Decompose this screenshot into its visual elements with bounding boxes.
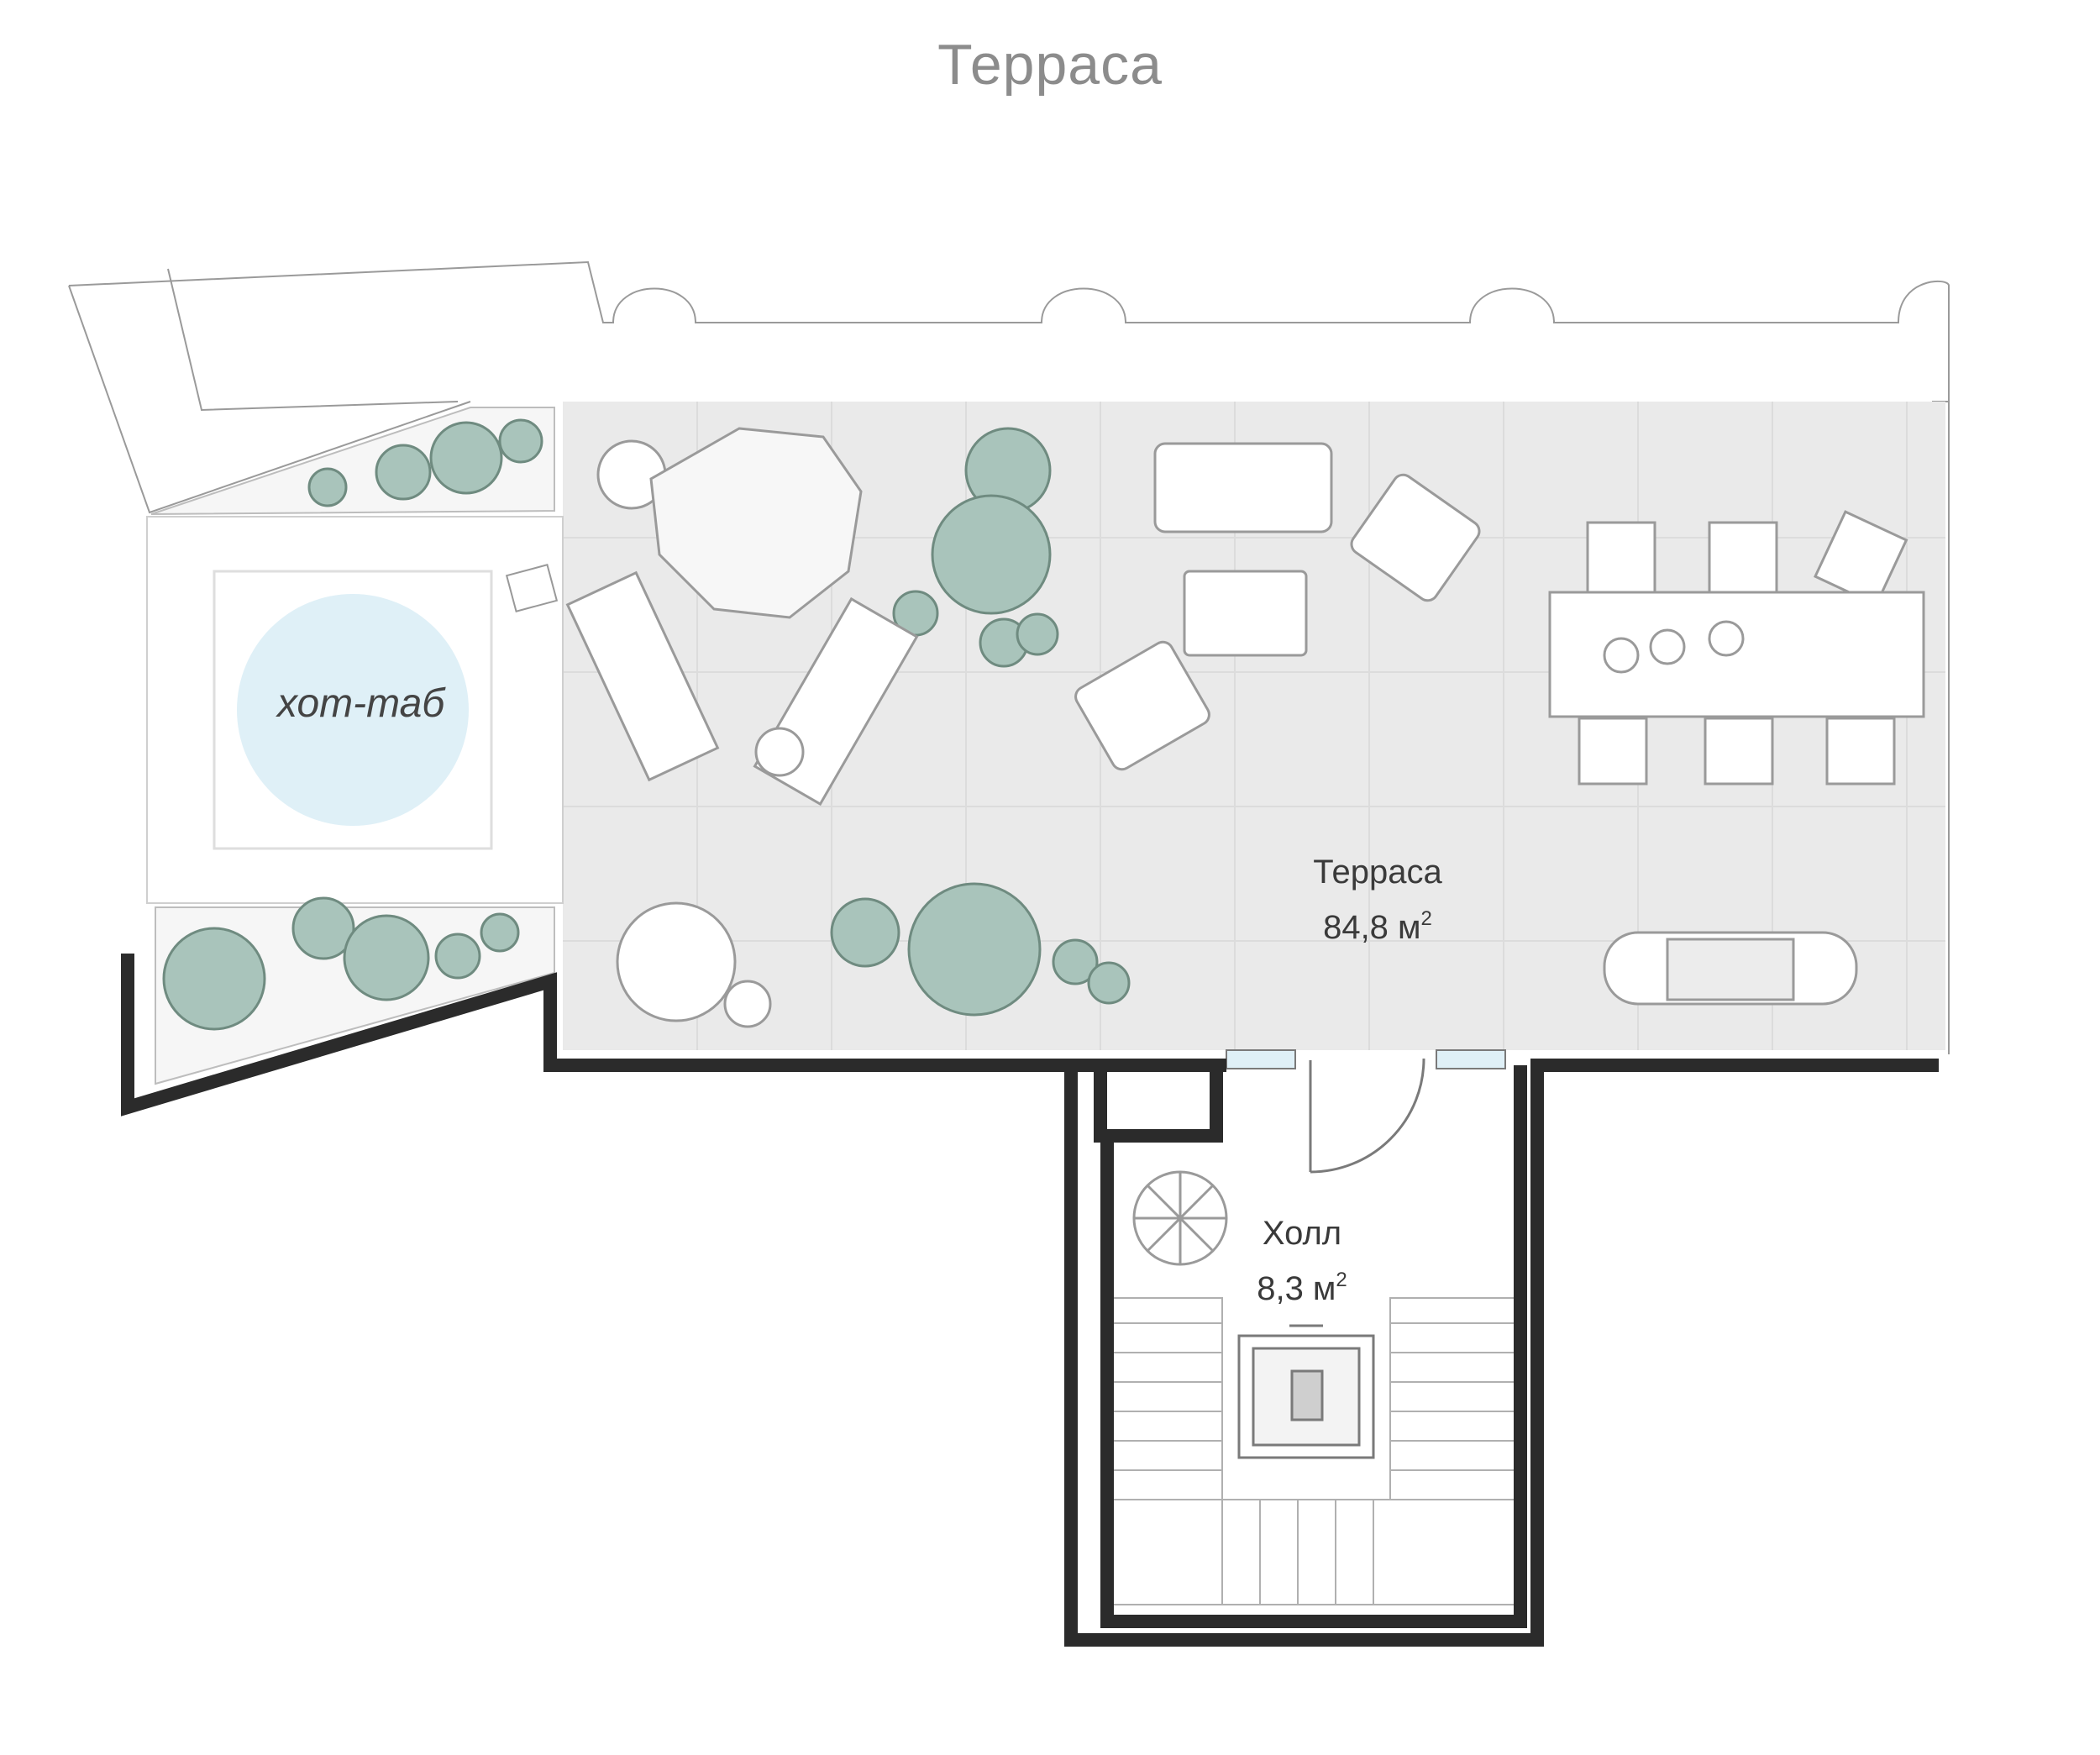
room-label-terrace: Терраса 84,8 м2 (1243, 849, 1512, 951)
parasol-loungers (565, 427, 919, 807)
grill (1603, 931, 1858, 1006)
terrace-name: Терраса (1313, 854, 1442, 891)
lounge-furniture (1074, 442, 1481, 771)
walls (121, 954, 1939, 1647)
roof-parapet (68, 260, 1950, 1054)
hall-name: Холл (1262, 1215, 1342, 1252)
elevator (1237, 1324, 1375, 1459)
hall-area: 8,3 м2 (1257, 1269, 1347, 1307)
hall-plant (1132, 1170, 1228, 1266)
room-label-hall: Холл 8,3 м2 (1193, 1210, 1411, 1312)
dining-set (1548, 510, 1925, 786)
hot-tub-label: хот-таб (277, 681, 445, 726)
tub-control-panel (505, 564, 559, 612)
terrace-area: 84,8 м2 (1323, 907, 1432, 946)
round-chair (616, 901, 772, 1028)
hot-tub (237, 594, 469, 826)
plants (162, 418, 1131, 1031)
door (1309, 1058, 1425, 1174)
page-title: Терраса (937, 33, 1163, 97)
